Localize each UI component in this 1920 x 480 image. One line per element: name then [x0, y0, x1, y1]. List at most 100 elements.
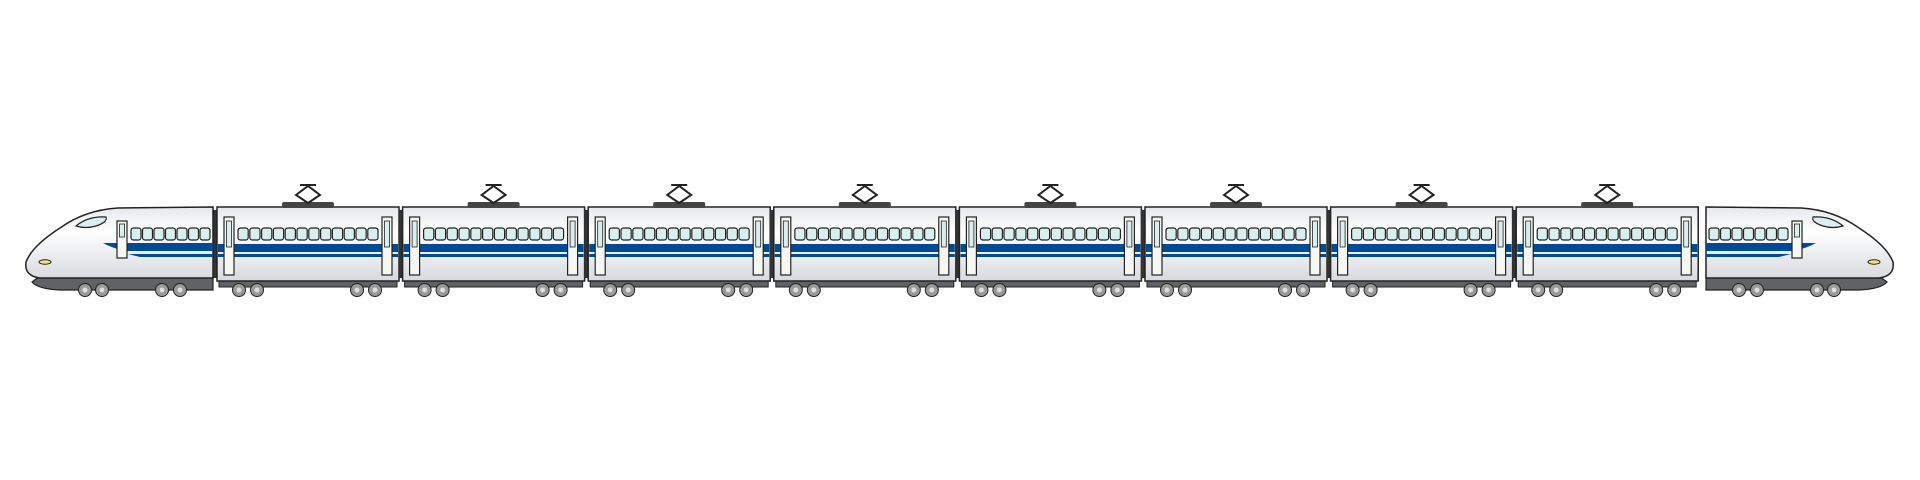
- wheel-hub: [1282, 287, 1288, 293]
- middle-car: [955, 184, 1143, 297]
- wheel-hub: [929, 287, 935, 293]
- window: [199, 227, 211, 241]
- window: [153, 227, 165, 241]
- window: [1247, 227, 1260, 241]
- middle-car: [769, 184, 957, 297]
- pantograph-base: [1395, 202, 1448, 208]
- window: [1480, 227, 1493, 241]
- window: [912, 227, 924, 241]
- door-window: [1154, 220, 1160, 248]
- car-gap: [398, 210, 403, 278]
- wheel-hub: [177, 287, 183, 293]
- door-window: [384, 220, 390, 248]
- wheel-hub: [1553, 287, 1559, 293]
- end-car-right: [1705, 206, 1894, 297]
- window: [272, 227, 285, 241]
- pantograph-arm: [1036, 184, 1065, 205]
- wheel-hub: [99, 287, 105, 293]
- pantograph-arm: [294, 184, 322, 205]
- middle-car: [1326, 184, 1514, 297]
- car-gap: [1141, 210, 1145, 278]
- blue-stripe: [1331, 244, 1512, 252]
- wheel-hub: [1754, 287, 1760, 293]
- window: [1374, 227, 1386, 241]
- wheel-hub: [1164, 287, 1170, 293]
- window: [1457, 227, 1469, 241]
- window: [864, 227, 877, 241]
- window: [343, 227, 356, 241]
- train: [25, 184, 1894, 297]
- blue-stripe: [403, 244, 584, 252]
- window: [817, 227, 830, 241]
- wheel-hub: [725, 287, 731, 293]
- car-gap: [213, 210, 217, 278]
- car-gap: [955, 210, 960, 278]
- wheel-hub: [1114, 287, 1120, 293]
- window: [667, 227, 680, 241]
- window: [249, 227, 261, 241]
- wheel-hub: [743, 287, 749, 293]
- window: [1188, 227, 1201, 241]
- blue-pinstripe: [218, 254, 398, 257]
- window: [367, 227, 379, 241]
- wheel-hub: [82, 287, 88, 293]
- window: [1719, 227, 1732, 241]
- window: [164, 227, 177, 241]
- window: [517, 227, 529, 241]
- window: [130, 227, 142, 241]
- window: [470, 227, 482, 241]
- wheel-hub: [1736, 287, 1742, 293]
- blue-pinstripe: [403, 254, 584, 257]
- window: [979, 227, 992, 241]
- wheel-hub: [625, 287, 631, 293]
- door-window: [1497, 220, 1504, 248]
- wheel-hub: [793, 287, 799, 293]
- window: [284, 227, 297, 241]
- window: [853, 227, 865, 241]
- middle-car: [213, 184, 400, 297]
- pantograph-arm: [851, 184, 879, 205]
- window: [1731, 227, 1743, 241]
- window: [726, 227, 739, 241]
- car-gap: [1326, 210, 1331, 278]
- car-gap: [1512, 210, 1517, 278]
- window: [493, 227, 506, 241]
- window: [458, 227, 470, 241]
- window: [1607, 227, 1619, 241]
- window: [900, 227, 912, 241]
- window: [1200, 227, 1213, 241]
- window: [1421, 227, 1434, 241]
- door-window: [1525, 220, 1532, 248]
- door-window: [1312, 220, 1318, 248]
- blue-stripe: [1146, 244, 1326, 252]
- end-car-left: [25, 206, 214, 297]
- window: [1536, 227, 1548, 241]
- blue-pinstripe: [1517, 254, 1698, 257]
- blue-stripe: [218, 244, 398, 252]
- door-window: [569, 220, 576, 248]
- blue-pinstripe: [1146, 254, 1326, 257]
- pantograph-arm: [479, 184, 508, 205]
- window: [1708, 227, 1720, 241]
- window: [1177, 227, 1189, 241]
- middle-car: [584, 184, 771, 297]
- window: [1026, 227, 1039, 241]
- door-window: [411, 220, 418, 248]
- wheel-hub: [1368, 287, 1374, 293]
- window: [237, 227, 249, 241]
- window: [1433, 227, 1445, 241]
- middle-car: [1512, 184, 1699, 297]
- window: [505, 227, 518, 241]
- wheel-hub: [1671, 287, 1677, 293]
- windshield: [74, 216, 107, 229]
- window: [1630, 227, 1643, 241]
- window: [1062, 227, 1074, 241]
- window: [423, 227, 435, 241]
- blue-pinstripe: [960, 254, 1141, 257]
- window: [923, 227, 936, 241]
- window: [141, 227, 154, 241]
- window: [608, 227, 621, 241]
- window: [1224, 227, 1236, 241]
- door-window: [597, 220, 604, 248]
